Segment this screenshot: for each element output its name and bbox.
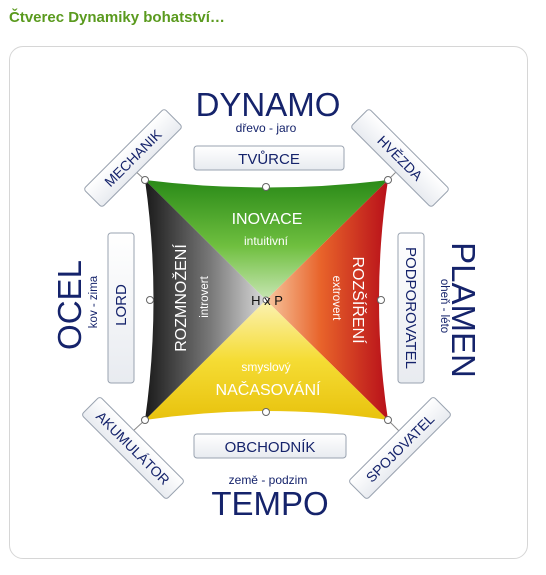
dynamic-top-name: DYNAMO	[196, 86, 341, 123]
node-dot	[146, 296, 154, 304]
dynamic-top-sub: dřevo - jaro	[236, 121, 297, 135]
profile-obchodnik: OBCHODNÍK	[193, 433, 347, 459]
dynamic-left-name: OCEL	[51, 260, 88, 350]
node-dot	[141, 176, 149, 184]
profile-spojovatel-label: SPOJOVATEL	[363, 410, 438, 485]
quadrant-top-title: INOVACE	[232, 211, 303, 228]
node-dot	[384, 416, 392, 424]
profile-mechanik-label: MECHANIK	[101, 126, 165, 190]
quadrant-left-title: ROZMNOŽENÍ	[171, 244, 190, 352]
profile-lord-label: LORD	[113, 284, 130, 326]
node-dot	[377, 296, 385, 304]
page-heading: Čtverec Dynamiky bohatství…	[9, 9, 225, 26]
node-dot	[141, 416, 149, 424]
profile-podporovatel-label: PODPOROVATEL	[402, 247, 419, 369]
profile-lord: LORD	[107, 232, 135, 384]
profile-akumulator-label: AKUMULÁTOR	[93, 408, 173, 488]
profile-obchodnik-label: OBCHODNÍK	[225, 439, 316, 456]
quadrant-top-shape	[145, 180, 388, 300]
quadrant-right-sub: extrovert	[330, 276, 342, 322]
quadrant-bottom-sub: smyslový	[241, 360, 290, 374]
dynamic-right-name: PLAMEN	[445, 242, 482, 378]
profile-tvurce: TVŮRCE	[193, 145, 345, 171]
node-dot	[262, 408, 270, 416]
node-dot	[262, 296, 270, 304]
quadrant-left-sub: introvert	[199, 275, 211, 317]
quadrant-top-sub: intuitivní	[244, 234, 289, 248]
profile-podporovatel: PODPOROVATEL	[397, 232, 425, 384]
center-label: H x P	[251, 293, 283, 308]
quadrant-bottom-shape	[145, 300, 388, 420]
profile-tvurce-label: TVŮRCE	[238, 150, 300, 168]
dynamic-bottom-name: TEMPO	[211, 485, 328, 522]
quadrant-left-shape	[145, 180, 266, 420]
quadrant-right-title: ROZŠÍŘENÍ	[349, 256, 368, 344]
dynamic-bottom-sub: země - podzim	[229, 473, 308, 487]
dynamic-right-sub: oheň - léto	[438, 279, 450, 333]
node-dot	[262, 183, 270, 191]
quadrant-right-shape	[266, 180, 388, 420]
dynamic-left-sub: kov - zima	[88, 275, 100, 328]
quadrant-bottom-title: NAČASOVÁNÍ	[216, 380, 321, 399]
node-dot	[384, 176, 392, 184]
